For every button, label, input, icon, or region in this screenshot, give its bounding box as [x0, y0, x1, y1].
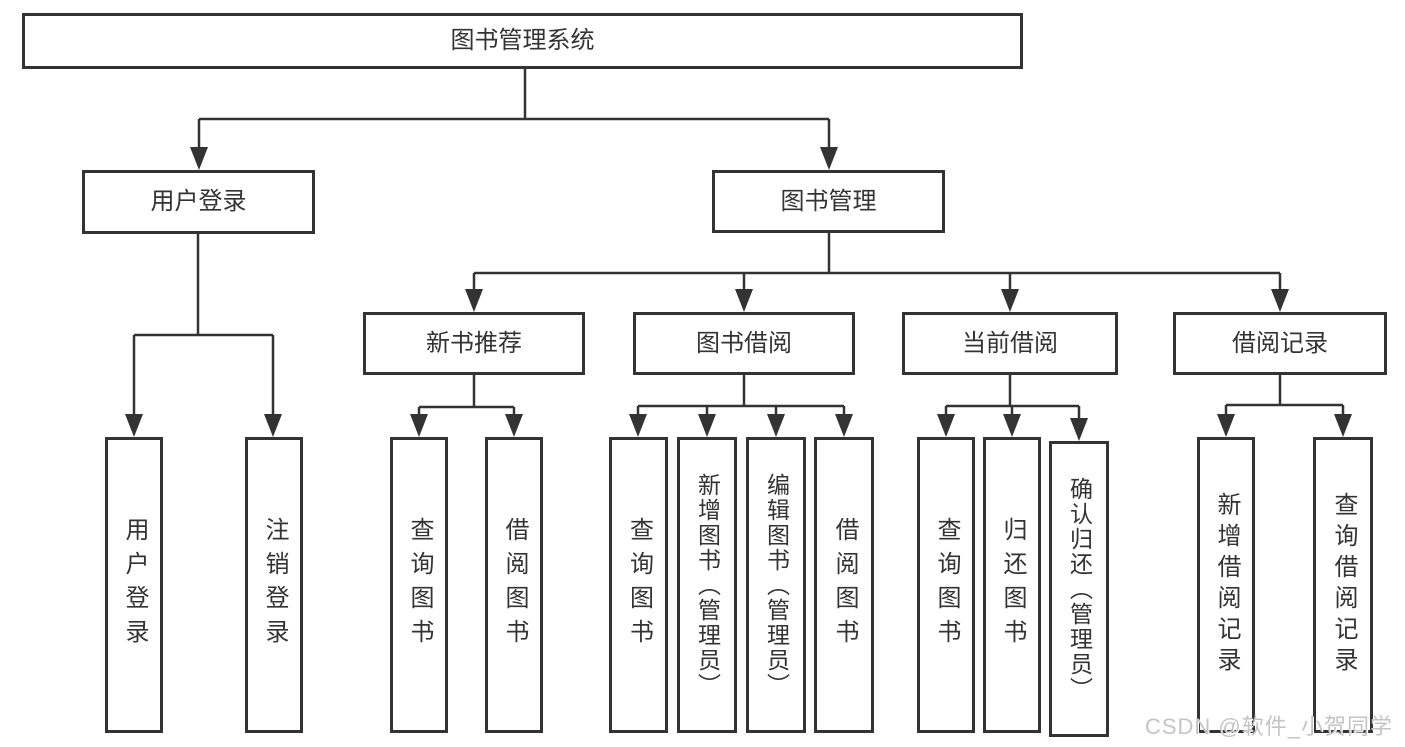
arrowheads: [125, 147, 1352, 441]
node-label: 新增图书（管理员）: [694, 472, 721, 698]
node-user-login: 用户登录: [82, 170, 315, 234]
leaf-edit-books-admin: 编辑图书（管理员）: [746, 437, 806, 733]
leaf-confirm-return-admin: 确认归还（管理员）: [1049, 441, 1109, 737]
leaf-borrow-books-2: 借阅图书: [814, 437, 874, 733]
node-label: 归还图书: [999, 517, 1026, 653]
node-label: 借阅图书: [831, 517, 858, 653]
node-label: 新书推荐: [426, 329, 522, 357]
node-label: 借阅记录: [1232, 329, 1328, 357]
node-label: 用户登录: [121, 517, 148, 653]
leaf-add-books-admin: 新增图书（管理员）: [677, 437, 737, 733]
node-label: 注销登录: [261, 517, 288, 653]
node-label: 新增借阅记录: [1213, 492, 1240, 678]
node-label: 编辑图书（管理员）: [763, 472, 790, 698]
node-label: 当前借阅: [962, 329, 1058, 357]
node-label: 查询图书: [406, 517, 433, 653]
connector-user-login: [134, 234, 273, 337]
leaf-add-borrow-record: 新增借阅记录: [1197, 437, 1255, 733]
node-book-management: 图书管理: [712, 170, 945, 233]
connector-book-borrow: [638, 375, 844, 408]
leaf-query-books-2: 查询图书: [609, 437, 668, 733]
leaf-user-login: 用户登录: [105, 437, 163, 733]
connector-root: [199, 69, 829, 121]
node-label: 图书管理系统: [450, 27, 595, 54]
node-label: 借阅图书: [501, 517, 528, 653]
leaf-query-books-1: 查询图书: [390, 437, 448, 733]
arrow-shafts: [132, 119, 1345, 423]
leaf-borrow-books-1: 借阅图书: [485, 437, 543, 733]
connector-borrow-records: [1226, 375, 1343, 407]
leaf-logout: 注销登录: [245, 437, 303, 733]
node-book-borrow: 图书借阅: [633, 312, 855, 375]
node-label: 图书借阅: [696, 329, 792, 357]
node-current-borrow: 当前借阅: [902, 312, 1118, 375]
node-label: 查询图书: [625, 517, 653, 653]
node-label: 用户登录: [150, 188, 247, 215]
node-label: 图书管理: [780, 187, 877, 215]
node-new-book-recommend: 新书推荐: [363, 312, 585, 375]
node-label: 确认归还（管理员）: [1066, 476, 1093, 702]
leaf-query-borrow-record: 查询借阅记录: [1313, 437, 1373, 733]
node-borrow-records: 借阅记录: [1173, 312, 1387, 375]
node-library-management-system: 图书管理系统: [22, 13, 1023, 69]
leaf-return-books: 归还图书: [983, 437, 1041, 733]
connector-book-management: [474, 233, 1280, 275]
node-label: 查询图书: [933, 517, 960, 653]
connector-new-book-recommend: [419, 375, 514, 409]
connector-current-borrow: [946, 375, 1079, 408]
leaf-query-books-3: 查询图书: [917, 437, 975, 733]
node-label: 查询借阅记录: [1330, 492, 1357, 678]
watermark-text: CSDN @软件_小贺同学: [1144, 714, 1393, 739]
